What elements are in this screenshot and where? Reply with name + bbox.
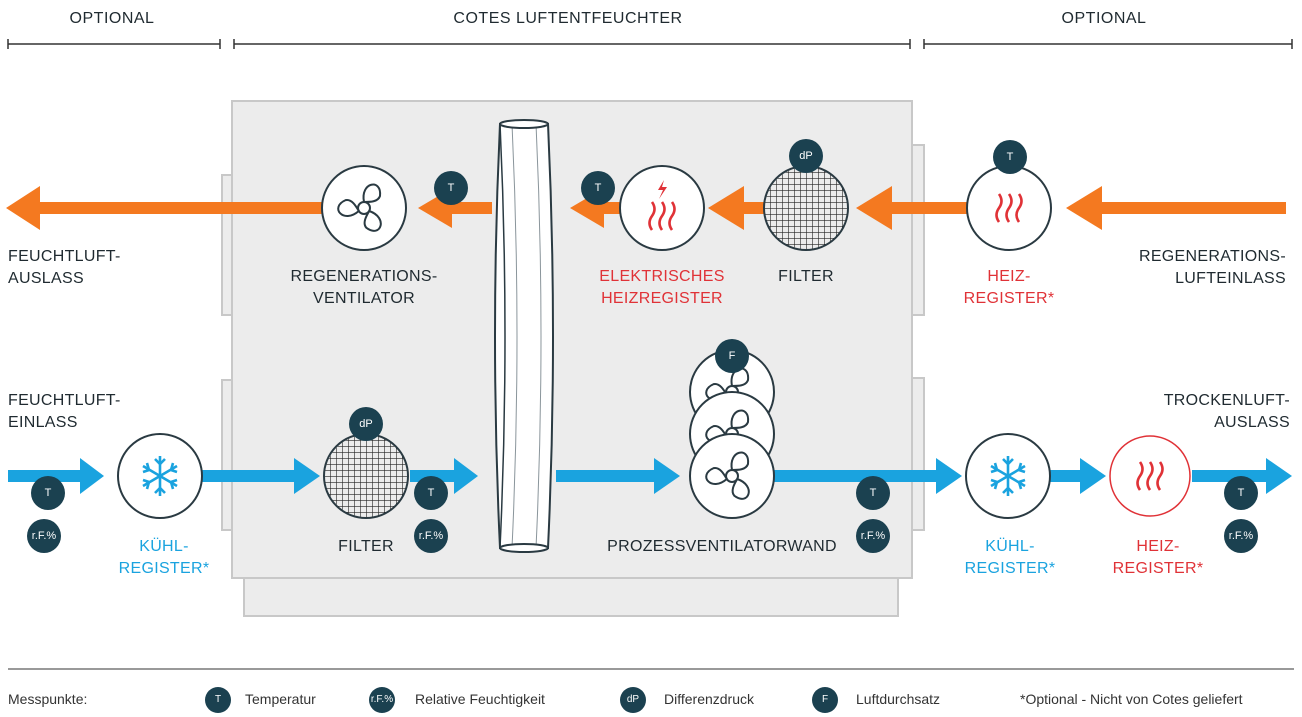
pressure-badge: dP [349, 407, 383, 441]
temperature-badge: T [581, 171, 615, 205]
flow-badge: F [715, 339, 749, 373]
filter-grid-icon [323, 433, 409, 519]
header-brackets [7, 39, 1293, 49]
legend-flow-badge: F [812, 687, 838, 713]
humidity-badge: r.F.% [414, 519, 448, 553]
fan-icon [689, 433, 775, 519]
regeneration-heater-label: HEIZ-REGISTER* [963, 268, 1055, 307]
heater-icon [966, 165, 1052, 251]
temperature-badge: T [414, 476, 448, 510]
cooler-right-label: KÜHL-REGISTER* [964, 538, 1056, 577]
wet-air-inlet-label: FEUCHTLUFT-EINLASS [8, 392, 121, 431]
legend-pressure-badge: dP [620, 687, 646, 713]
legend-flow-label: Luftdurchsatz [856, 691, 941, 707]
humidity-badge: r.F.% [27, 519, 61, 553]
snowflake-icon [117, 433, 203, 519]
legend-humidity-label: Relative Feuchtigkeit [415, 691, 545, 707]
legend-title: Messpunkte: [8, 691, 88, 707]
regeneration-airflow [6, 186, 1286, 230]
wet-air-outlet-label: FEUCHTLUFT-AUSLASS [8, 248, 121, 287]
process-airflow [8, 458, 1292, 494]
humidity-badge: r.F.% [1224, 519, 1258, 553]
temperature-badge: T [993, 140, 1027, 174]
desiccant-wheel-icon [494, 119, 554, 553]
legend-pressure-label: Differenzdruck [664, 691, 755, 707]
fan-icon [321, 165, 407, 251]
legend-optional-note: *Optional - Nicht von Cotes geliefert [1020, 691, 1243, 707]
process-fan-wall-label: PROZESSVENTILATORWAND [607, 538, 837, 555]
temperature-badge: T [31, 476, 65, 510]
dry-air-outlet-label: TROCKENLUFT-AUSLASS [1163, 392, 1290, 431]
legend-humidity-badge: r.F.% [369, 687, 395, 713]
cooler-left-label: KÜHL-REGISTER* [118, 538, 210, 577]
header-unit-title: COTES LUFTENTFEUCHTER [453, 10, 683, 27]
header-optional-left: OPTIONAL [69, 10, 155, 27]
filter-grid-icon [763, 165, 849, 251]
heater-right-label: HEIZ-REGISTER* [1112, 538, 1204, 577]
temperature-badge: T [856, 476, 890, 510]
regeneration-fan-label: REGENERATIONS-VENTILATOR [290, 268, 438, 307]
process-filter-label: FILTER [338, 538, 394, 555]
header-optional-right: OPTIONAL [1061, 10, 1147, 27]
regeneration-inlet-label: REGENERATIONS-LUFTEINLASS [1138, 248, 1286, 287]
legend-temperature-badge: T [205, 687, 231, 713]
temperature-badge: T [434, 171, 468, 205]
humidity-badge: r.F.% [856, 519, 890, 553]
pressure-badge: dP [789, 139, 823, 173]
legend-temperature-label: Temperatur [245, 691, 316, 707]
electric-heater-icon [619, 165, 705, 251]
snowflake-icon [965, 433, 1051, 519]
temperature-badge: T [1224, 476, 1258, 510]
regeneration-filter-label: FILTER [778, 268, 834, 285]
heater-icon [1109, 435, 1191, 517]
